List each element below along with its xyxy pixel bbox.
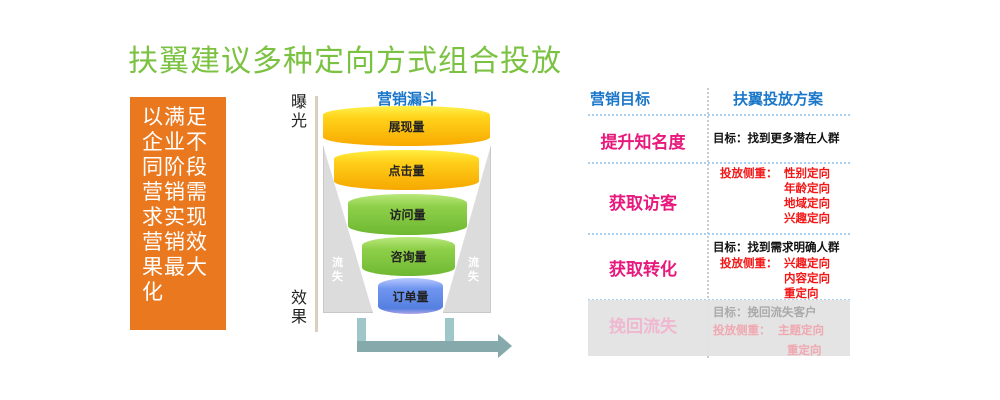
plan-focus-label: 投放侧重： [720,256,778,270]
plan-focus: 重定向 [784,286,819,300]
funnel-level-orders: 订单量 [378,278,443,314]
summary-line: 企业不 [142,130,208,154]
arrow-head-icon [498,334,512,358]
funnel-level-visits: 访问量 [348,194,467,235]
output-arrow [357,341,500,352]
summary-line: 同阶段 [142,155,208,179]
loss-label-right: 流失 [468,256,479,283]
plan-focus: 年龄定向 [784,181,830,195]
pipe [357,318,366,352]
plan-focus-label: 投放侧重： [720,166,778,180]
goal-awareness: 提升知名度 [600,133,686,153]
plan-focus: 内容定向 [784,271,830,285]
row-divider [588,114,850,116]
plan-focus: 重定向 [787,343,822,357]
plan-focus: 性别定向 [784,166,830,180]
summary-line: 营销效 [142,230,208,254]
plan-focus: 兴趣定向 [784,256,830,270]
header-plan: 扶翼投放方案 [733,90,824,108]
plan-focus: 兴趣定向 [784,211,830,225]
column-divider [707,88,709,358]
plan-focus-label: 投放侧重： [713,323,771,337]
summary-line: 果最大 [142,255,208,279]
summary-line: 以满足 [142,105,208,129]
funnel-axis [315,96,318,332]
page-title: 扶翼建议多种定向方式组合投放 [128,44,562,79]
faded-row-background [588,300,850,356]
plan-focus: 地域定向 [784,196,830,210]
funnel-level-clicks: 点击量 [334,150,479,190]
loss-label-left: 流失 [332,256,343,283]
goal-visitors: 获取访客 [609,194,677,214]
plan-target: 目标：挽回流失客户 [713,305,817,319]
funnel-level-inquiries: 咨询量 [362,237,455,276]
goal-conversion: 获取转化 [609,260,677,280]
funnel-level-impressions: 展现量 [323,106,490,146]
axis-top-label: 曝光 [291,92,308,130]
plan-target: 目标：找到更多潜在人群 [713,131,840,145]
row-divider [588,233,850,235]
row-divider [588,162,850,164]
goal-retention: 挽回流失 [609,317,677,337]
header-goal: 营销目标 [590,90,651,108]
summary-line: 求实现 [142,205,208,229]
summary-line: 化 [142,280,164,304]
pipe [445,318,454,352]
plan-target: 目标：找到需求明确人群 [713,240,840,254]
plan-focus: 主题定向 [778,323,824,337]
summary-line: 营销需 [142,180,208,204]
summary-box: 以满足 企业不 同阶段 营销需 求实现 营销效 果最大 化 [130,97,226,330]
funnel-title: 营销漏斗 [377,90,438,108]
axis-bottom-label: 效果 [291,288,308,326]
